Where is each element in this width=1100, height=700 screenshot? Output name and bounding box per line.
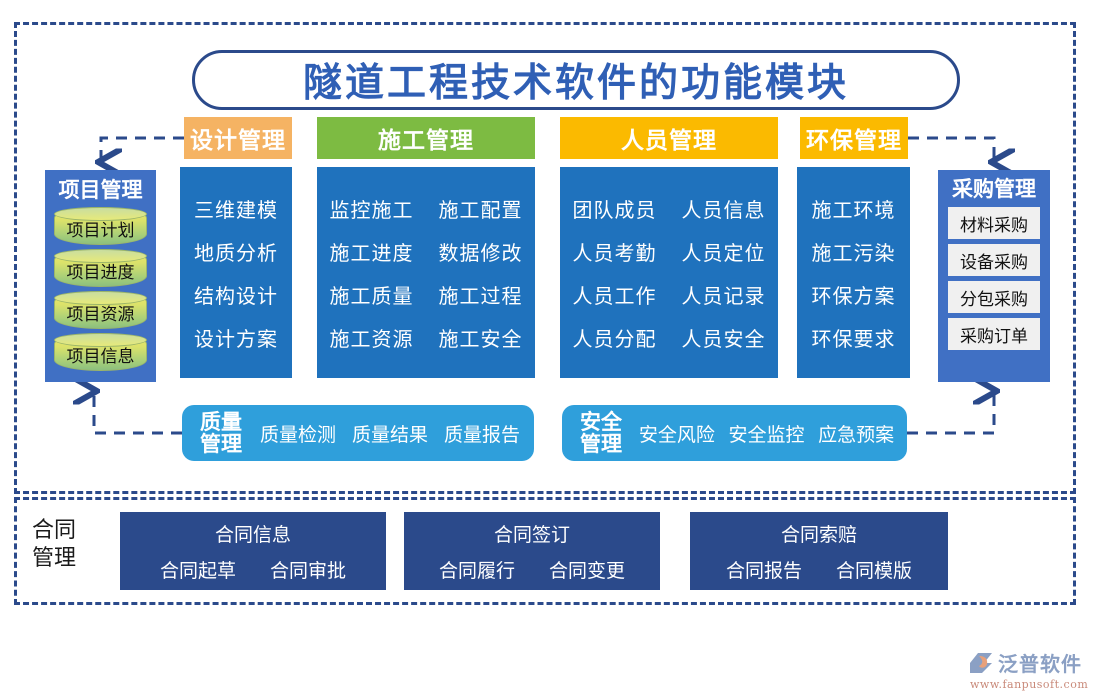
tab-design-management[interactable]: 设计管理 bbox=[184, 117, 292, 159]
procurement-management-title: 采购管理 bbox=[952, 176, 1036, 201]
contract-group-box: 合同签订 合同履行 合同变更 bbox=[404, 512, 660, 590]
panel-procurement-management: 采购管理 材料采购 设备采购 分包采购 采购订单 bbox=[938, 170, 1050, 382]
design-item[interactable]: 地质分析 bbox=[194, 240, 278, 265]
main-dashed-frame bbox=[14, 22, 1076, 494]
database-cylinder-icon[interactable]: 项目计划 bbox=[54, 207, 147, 245]
database-cylinder-icon[interactable]: 项目资源 bbox=[54, 291, 147, 329]
panel-construction-management: 监控施工 施工配置 施工进度 数据修改 施工质量 施工过程 施工资源 施工安全 bbox=[317, 167, 535, 378]
safety-item[interactable]: 应急预案 bbox=[818, 423, 895, 446]
construction-item[interactable]: 施工安全 bbox=[438, 326, 523, 351]
construction-item[interactable]: 施工进度 bbox=[329, 240, 414, 265]
design-item[interactable]: 结构设计 bbox=[194, 283, 278, 308]
quality-item[interactable]: 质量结果 bbox=[351, 423, 428, 446]
panel-project-management: 项目管理 项目计划 项目进度 项目资源 项目信息 bbox=[45, 170, 156, 382]
bar-quality-management: 质量 管理 质量检测 质量结果 质量报告 bbox=[182, 405, 534, 461]
personnel-item[interactable]: 人员安全 bbox=[681, 326, 766, 351]
construction-item[interactable]: 施工资源 bbox=[329, 326, 414, 351]
environment-item[interactable]: 环保要求 bbox=[811, 326, 896, 351]
panel-personnel-management: 团队成员 人员信息 人员考勤 人员定位 人员工作 人员记录 人员分配 人员安全 bbox=[560, 167, 778, 378]
tab-design-label: 设计管理 bbox=[190, 127, 286, 154]
project-management-title: 项目管理 bbox=[58, 177, 143, 202]
logo-url: www.fanpusoft.com bbox=[970, 678, 1089, 691]
personnel-item[interactable]: 人员信息 bbox=[681, 197, 766, 222]
quality-title-line1: 质量 bbox=[200, 408, 242, 434]
tab-environment-management[interactable]: 环保管理 bbox=[800, 117, 908, 159]
project-item-label: 项目信息 bbox=[66, 347, 135, 367]
quality-item[interactable]: 质量检测 bbox=[259, 423, 336, 446]
quality-management-title: 质量 管理 bbox=[196, 408, 246, 456]
company-logo: 泛普软件 www.fanpusoft.com bbox=[968, 648, 1092, 694]
contract-dashed-frame bbox=[14, 497, 1076, 605]
bar-safety-management: 安全 管理 安全风险 安全监控 应急预案 bbox=[562, 405, 907, 461]
contract-sub-item[interactable]: 合同履行 bbox=[438, 559, 515, 582]
safety-title-line2: 管理 bbox=[580, 431, 622, 456]
contract-group-box: 合同信息 合同起草 合同审批 bbox=[120, 512, 386, 590]
construction-item[interactable]: 监控施工 bbox=[329, 197, 414, 222]
procurement-item[interactable]: 材料采购 bbox=[948, 207, 1040, 239]
contract-sub-item[interactable]: 合同起草 bbox=[159, 559, 236, 582]
diagram-title-box: 隧道工程技术软件的功能模块 bbox=[192, 50, 960, 110]
contract-label-line1: 合同 bbox=[32, 518, 77, 543]
tab-personnel-management[interactable]: 人员管理 bbox=[560, 117, 778, 159]
contract-sub-item[interactable]: 合同模版 bbox=[836, 559, 913, 582]
quality-item[interactable]: 质量报告 bbox=[443, 423, 520, 446]
construction-item[interactable]: 数据修改 bbox=[438, 240, 523, 265]
project-item-label: 项目进度 bbox=[66, 263, 135, 283]
safety-title-line1: 安全 bbox=[580, 408, 622, 434]
personnel-item[interactable]: 人员分配 bbox=[572, 326, 657, 351]
tab-construction-label: 施工管理 bbox=[378, 127, 474, 154]
safety-item[interactable]: 安全监控 bbox=[728, 423, 805, 446]
project-item-label: 项目计划 bbox=[66, 221, 135, 241]
contract-label-line2: 管理 bbox=[32, 545, 77, 571]
personnel-item[interactable]: 人员工作 bbox=[572, 283, 657, 308]
procurement-item[interactable]: 设备采购 bbox=[948, 244, 1040, 276]
personnel-item[interactable]: 人员记录 bbox=[681, 283, 766, 308]
contract-sub-item[interactable]: 合同变更 bbox=[549, 559, 626, 582]
quality-title-line2: 管理 bbox=[200, 431, 242, 456]
personnel-item[interactable]: 人员考勤 bbox=[572, 240, 657, 265]
project-item-label: 项目资源 bbox=[66, 305, 135, 325]
tab-construction-management[interactable]: 施工管理 bbox=[317, 117, 535, 159]
environment-item[interactable]: 环保方案 bbox=[811, 283, 896, 308]
design-item[interactable]: 三维建模 bbox=[194, 197, 278, 222]
tab-environment-label: 环保管理 bbox=[806, 127, 902, 154]
database-cylinder-icon[interactable]: 项目进度 bbox=[54, 249, 147, 287]
page-title: 隧道工程技术软件的功能模块 bbox=[302, 60, 849, 106]
personnel-item[interactable]: 人员定位 bbox=[681, 240, 766, 265]
safety-management-title: 安全 管理 bbox=[576, 408, 626, 456]
design-item[interactable]: 设计方案 bbox=[194, 326, 278, 351]
construction-item[interactable]: 施工过程 bbox=[438, 283, 523, 308]
contract-management-label: 合同 管理 bbox=[32, 517, 104, 572]
environment-item[interactable]: 施工环境 bbox=[811, 197, 896, 222]
database-cylinder-icon[interactable]: 项目信息 bbox=[54, 333, 147, 371]
tab-personnel-label: 人员管理 bbox=[621, 127, 717, 154]
safety-item[interactable]: 安全风险 bbox=[638, 423, 715, 446]
contract-group-head: 合同信息 bbox=[214, 523, 291, 546]
contract-sub-item[interactable]: 合同审批 bbox=[270, 559, 347, 582]
panel-design-management: 三维建模 地质分析 结构设计 设计方案 bbox=[180, 167, 292, 378]
construction-item[interactable]: 施工配置 bbox=[438, 197, 523, 222]
contract-sub-item[interactable]: 合同报告 bbox=[725, 559, 802, 582]
environment-item[interactable]: 施工污染 bbox=[811, 240, 896, 265]
contract-group-box: 合同索赔 合同报告 合同模版 bbox=[690, 512, 948, 590]
panel-environment-management: 施工环境 施工污染 环保方案 环保要求 bbox=[797, 167, 910, 378]
construction-item[interactable]: 施工质量 bbox=[329, 283, 414, 308]
contract-group-head: 合同签订 bbox=[493, 523, 570, 546]
logo-name: 泛普软件 bbox=[998, 652, 1082, 676]
procurement-item[interactable]: 采购订单 bbox=[948, 318, 1040, 350]
procurement-item[interactable]: 分包采购 bbox=[948, 281, 1040, 313]
personnel-item[interactable]: 团队成员 bbox=[572, 197, 657, 222]
fanpu-logo-icon bbox=[970, 652, 992, 673]
contract-group-head: 合同索赔 bbox=[780, 523, 857, 546]
